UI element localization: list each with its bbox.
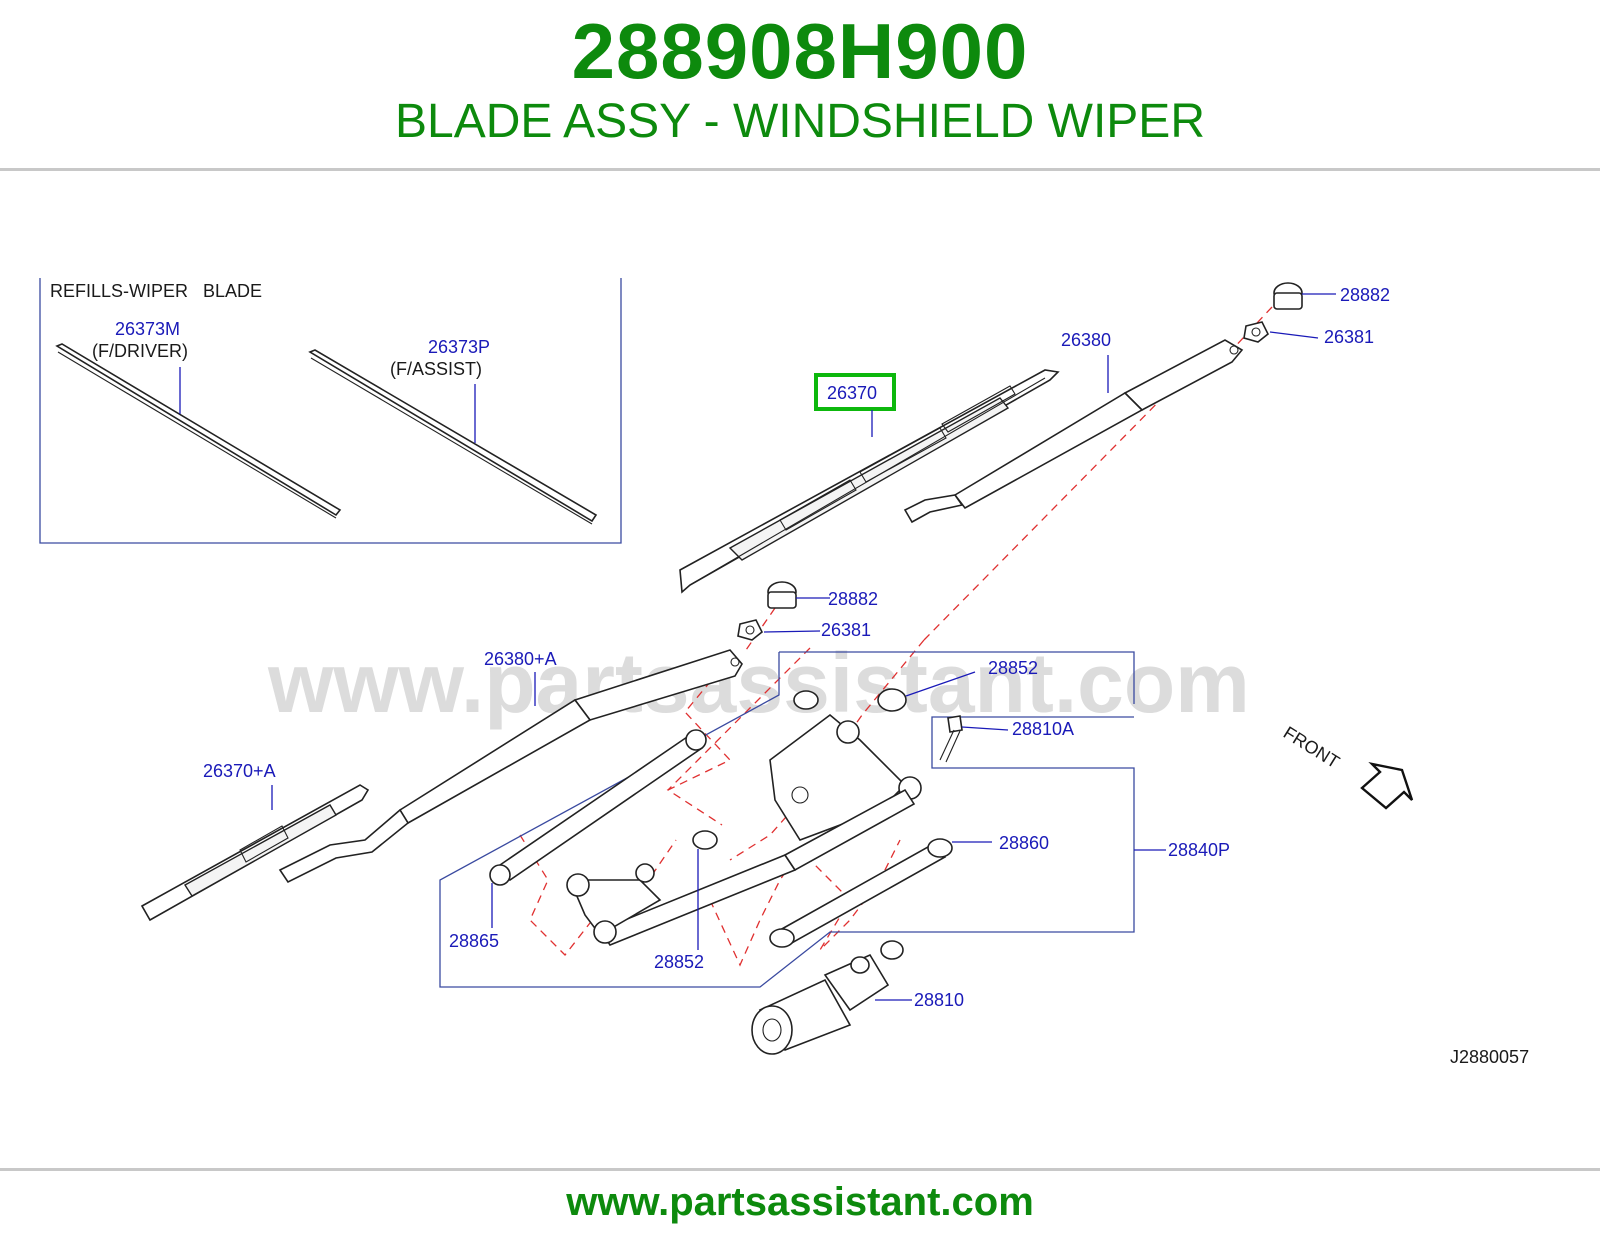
callout-arm-right[interactable]: 26380 bbox=[1061, 330, 1111, 350]
callout-refill-driver[interactable]: 26373M bbox=[115, 319, 180, 339]
drive-linkage[interactable] bbox=[566, 788, 916, 946]
callout-labels: 26370 26380 28882 26381 28882 26381 2638… bbox=[203, 285, 1390, 1010]
leader-lines bbox=[271, 293, 1336, 1001]
footer-url[interactable]: www.partsassistant.com bbox=[566, 1180, 1034, 1224]
refills-inset: REFILLS-WIPER BLADE 26373M (F/DRIVER) 26… bbox=[39, 278, 622, 544]
wiper-blade-left[interactable] bbox=[140, 784, 370, 922]
callout-blade-left[interactable]: 26370+A bbox=[203, 761, 276, 781]
highlight-box bbox=[814, 373, 896, 411]
bolt-28810a[interactable] bbox=[939, 715, 963, 763]
figure-code: J2880057 bbox=[1450, 1047, 1529, 1067]
front-label: FRONT bbox=[1280, 722, 1343, 772]
callout-blade-highlighted[interactable]: 26370 bbox=[827, 383, 877, 403]
callout-link-left[interactable]: 28865 bbox=[449, 931, 499, 951]
inset-title: REFILLS-WIPER BLADE bbox=[50, 281, 262, 301]
cap-nut-mid[interactable] bbox=[737, 581, 797, 641]
callout-linkage-assy[interactable]: 28840P bbox=[1168, 840, 1230, 860]
note-refill-driver: (F/DRIVER) bbox=[92, 341, 188, 361]
link-rod-right[interactable] bbox=[769, 838, 953, 948]
refill-strip-driver[interactable] bbox=[55, 343, 342, 517]
link-rod-left[interactable] bbox=[489, 729, 707, 886]
parts-diagram: www.partsassistant.com REFILLS-WIPER BLA… bbox=[39, 278, 1529, 1067]
callout-bolt[interactable]: 28810A bbox=[1012, 719, 1074, 739]
callout-refill-assist[interactable]: 26373P bbox=[428, 337, 490, 357]
callout-nut-mid[interactable]: 26381 bbox=[821, 620, 871, 640]
watermark: www.partsassistant.com bbox=[267, 636, 1250, 730]
callout-cap-mid[interactable]: 28882 bbox=[828, 589, 878, 609]
front-arrow-icon bbox=[1360, 762, 1414, 810]
refill-strip-assist[interactable] bbox=[308, 349, 598, 523]
callout-arm-left[interactable]: 26380+A bbox=[484, 649, 557, 669]
wiper-motor[interactable] bbox=[751, 940, 904, 1055]
callout-nut-top[interactable]: 26381 bbox=[1324, 327, 1374, 347]
wiper-arm-left[interactable] bbox=[278, 649, 743, 884]
wiper-blade-highlighted[interactable] bbox=[679, 369, 1060, 594]
callout-bushing-lower[interactable]: 28852 bbox=[654, 952, 704, 972]
part-title: BLADE ASSY - WINDSHIELD WIPER bbox=[395, 95, 1205, 148]
callout-bushing-upper[interactable]: 28852 bbox=[988, 658, 1038, 678]
footer-divider bbox=[0, 1168, 1600, 1171]
cap-nut-top[interactable] bbox=[1243, 282, 1303, 343]
note-refill-assist: (F/ASSIST) bbox=[390, 359, 482, 379]
front-indicator: FRONT bbox=[1280, 722, 1414, 810]
wiper-arm-right[interactable] bbox=[903, 339, 1244, 524]
linkage-assembly-box bbox=[439, 651, 1135, 988]
callout-motor[interactable]: 28810 bbox=[914, 990, 964, 1010]
callout-link-right[interactable]: 28860 bbox=[999, 833, 1049, 853]
page-header: 288908H900 BLADE ASSY - WINDSHIELD WIPER bbox=[0, 0, 1600, 170]
callout-cap-top[interactable]: 28882 bbox=[1340, 285, 1390, 305]
part-number: 288908H900 bbox=[571, 7, 1029, 95]
header-divider bbox=[0, 168, 1600, 171]
